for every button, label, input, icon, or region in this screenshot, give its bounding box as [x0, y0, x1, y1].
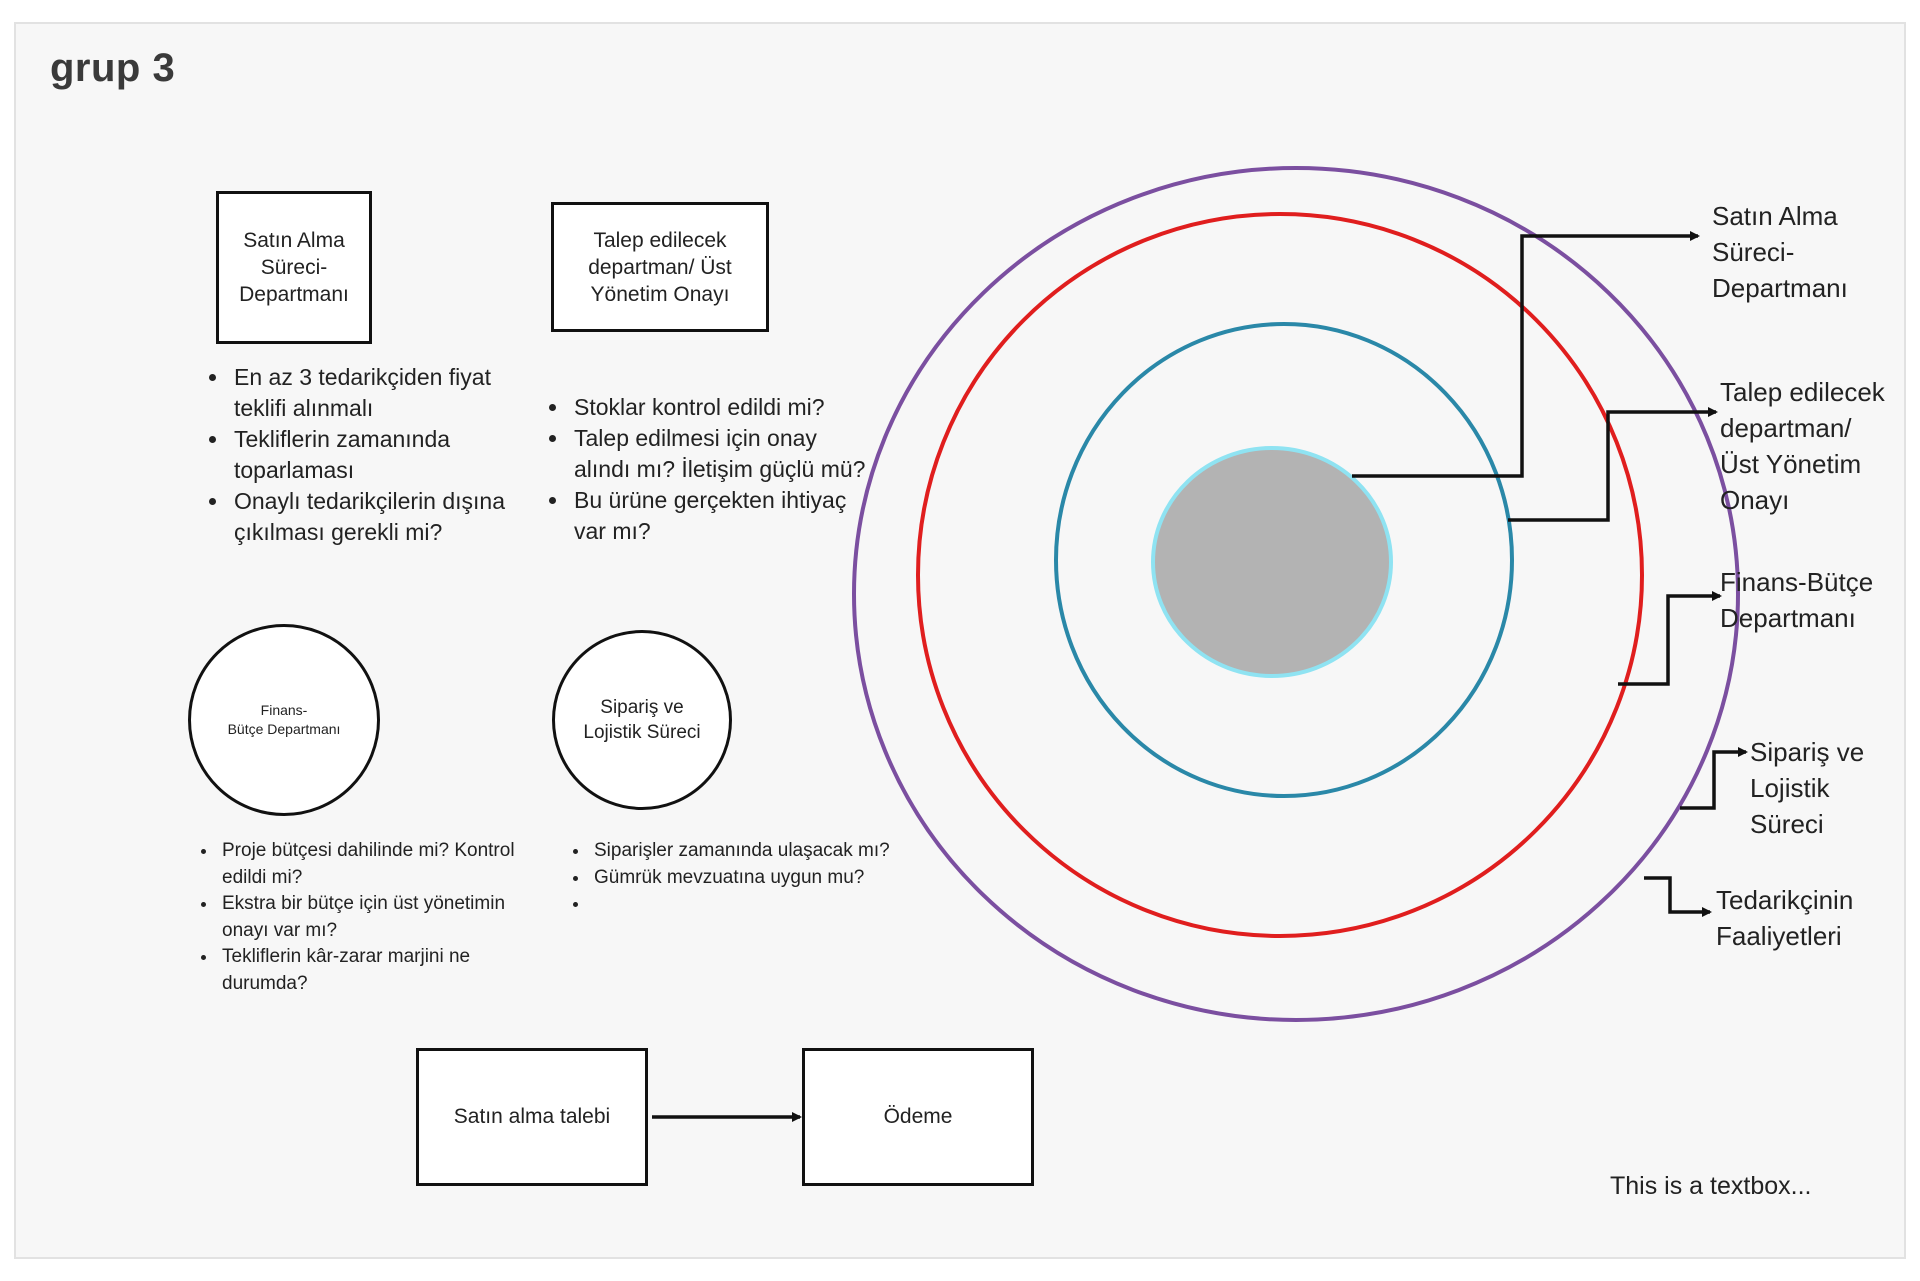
list-item: Onaylı tedarikçilerin dışına çıkılması g…: [230, 486, 510, 548]
list-item: En az 3 tedarikçiden fiyat teklifi alınm…: [230, 362, 510, 424]
inner-ring: [1054, 322, 1514, 798]
list-item: Gümrük mevzuatına uygun mu?: [590, 865, 920, 892]
talep-edilecek-box[interactable]: Talep edilecek departman/ Üst Yönetim On…: [551, 202, 769, 332]
ring-label-talep: Talep edilecek departman/ Üst Yönetim On…: [1720, 377, 1885, 515]
finans-notes: Proje bütçesi dahilinde mi? Kontrol edil…: [196, 838, 518, 997]
list-item: Tekliflerin kâr-zarar marjini ne durumda…: [218, 944, 518, 997]
connector-finans: [1618, 591, 1722, 686]
textbox[interactable]: This is a textbox...: [1610, 1172, 1812, 1200]
siparis-circle[interactable]: Sipariş ve Lojistik Süreci: [552, 630, 732, 810]
ring-label-finans: Finans-Bütçe Departmanı: [1720, 567, 1874, 633]
siparis-notes: Siparişler zamanında ulaşacak mı? Gümrük…: [568, 838, 920, 918]
list-item: Bu ürüne gerçekten ihtiyaç var mı?: [570, 485, 870, 547]
satin-alma-talebi-box[interactable]: Satın alma talebi: [416, 1048, 648, 1186]
ring-label-siparis: Sipariş ve Lojistik Süreci: [1750, 737, 1865, 839]
list-item: Proje bütçesi dahilinde mi? Kontrol edil…: [218, 838, 518, 891]
satin-alma-sureci-box[interactable]: Satın Alma Süreci- Departmanı: [216, 191, 372, 344]
middle-ring: [916, 212, 1644, 938]
board-title: grup 3: [50, 46, 176, 90]
whiteboard-canvas[interactable]: grup 3 Satın Alma Süreci- Departmanı Tal…: [14, 22, 1906, 1259]
core-circle: [1151, 446, 1393, 678]
talep-notes: Stoklar kontrol edildi mi? Talep edilmes…: [548, 392, 870, 547]
finans-circle[interactable]: Finans- Bütçe Departmanı: [188, 624, 380, 816]
diagram-lines: [652, 166, 1748, 1122]
list-item: Talep edilmesi için onay alındı mı? İlet…: [570, 423, 870, 485]
ring-label-tedarikci: Tedarikçinin Faaliyetleri: [1716, 885, 1854, 951]
list-item: Siparişler zamanında ulaşacak mı?: [590, 838, 920, 865]
connector-talep: [1508, 407, 1718, 522]
outer-ring: [852, 166, 1740, 1022]
connector-tedarikci: [1644, 876, 1712, 917]
list-item: Ekstra bir bütçe için üst yönetimin onay…: [218, 891, 518, 944]
connector-siparis: [1680, 747, 1748, 810]
list-item: Stoklar kontrol edildi mi?: [570, 392, 870, 423]
list-item: Tekliflerin zamanında toparlaması: [230, 424, 510, 486]
ring-label-satin-alma: Satın Alma Süreci- Departmanı: [1712, 201, 1848, 303]
odeme-box[interactable]: Ödeme: [802, 1048, 1034, 1186]
satin-alma-notes: En az 3 tedarikçiden fiyat teklifi alınm…: [208, 362, 510, 548]
connector-satin-alma: [1352, 231, 1700, 478]
